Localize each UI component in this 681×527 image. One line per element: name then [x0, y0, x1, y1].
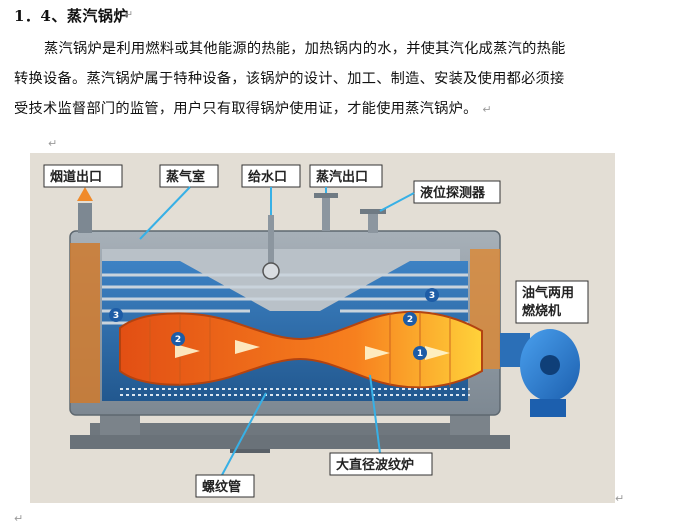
flame-flow-arrows [175, 340, 450, 360]
rear-smokebox [70, 243, 100, 403]
level-detector-icon [368, 211, 378, 233]
paragraph-line-1: 蒸汽锅炉是利用燃料或其他能源的热能，加热锅内的水，并使其汽化成蒸汽的热能 [44, 41, 566, 57]
label-feedwater-inlet: 给水口 [241, 164, 301, 215]
paragraph-line-3: 受技术监督部门的监管，用户只有取得锅炉使用证，才能使用蒸汽锅炉。 [14, 101, 478, 117]
steam-space [102, 249, 460, 311]
pass-markers: 1 2 2 3 3 [109, 288, 439, 360]
svg-text:大直径波纹炉: 大直径波纹炉 [336, 457, 414, 473]
paragraph-mark: ↵ [48, 137, 58, 150]
label-burner: 油气两用 燃烧机 [515, 280, 589, 324]
paragraph-mark: ↵ [124, 8, 134, 21]
svg-text:烟道出口: 烟道出口 [50, 169, 102, 185]
svg-text:燃烧机: 燃烧机 [522, 303, 561, 319]
pass-number-3b: 3 [429, 291, 435, 301]
boiler-base [70, 411, 510, 453]
svg-text:蒸气室: 蒸气室 [166, 169, 205, 185]
steam-boiler-diagram: 1 2 2 3 3 烟道出口 蒸气室 给水口 [30, 153, 615, 503]
body-paragraph: 蒸汽锅炉是利用燃料或其他能源的热能，加热锅内的水，并使其汽化成蒸汽的热能 转换设… [14, 34, 669, 125]
pass-number-3a: 3 [113, 311, 119, 321]
label-threaded-tube: 螺纹管 [195, 392, 267, 498]
svg-text:油气两用: 油气两用 [522, 285, 574, 301]
steam-outlet-pipe [322, 195, 330, 231]
pass-number-2b: 2 [407, 315, 413, 325]
pass-number-1: 1 [417, 349, 423, 359]
label-steam-outlet: 蒸汽出口 [309, 164, 383, 193]
label-steam-chamber: 蒸气室 [139, 164, 219, 240]
label-level-detector: 液位探测器 [379, 180, 501, 212]
svg-text:蒸汽出口: 蒸汽出口 [316, 169, 368, 185]
paragraph-line-2: 转换设备。蒸汽锅炉属于特种设备，该锅炉的设计、加工、制造、安装及使用都必须接 [14, 71, 565, 87]
section-heading: 1．4、蒸汽锅炉 [14, 7, 129, 25]
paragraph-mark: ↵ [615, 492, 625, 505]
svg-text:给水口: 给水口 [248, 169, 287, 185]
dual-fuel-burner [500, 329, 580, 417]
threaded-tubes [120, 388, 470, 396]
paragraph-mark: ↵ [14, 512, 24, 525]
flue-pipe [78, 203, 92, 233]
paragraph-mark: ↵ [482, 103, 492, 116]
svg-text:液位探测器: 液位探测器 [420, 185, 486, 201]
feedwater-pipe [268, 215, 274, 265]
label-flue-outlet: 烟道出口 [43, 164, 123, 188]
svg-text:螺纹管: 螺纹管 [202, 479, 241, 495]
flue-up-arrow-icon [77, 187, 93, 201]
label-corrugated-furnace: 大直径波纹炉 [329, 374, 433, 476]
fire-tube-bundle [102, 273, 468, 325]
feedwater-gauge-icon [262, 262, 280, 280]
pass-number-2a: 2 [175, 335, 181, 345]
